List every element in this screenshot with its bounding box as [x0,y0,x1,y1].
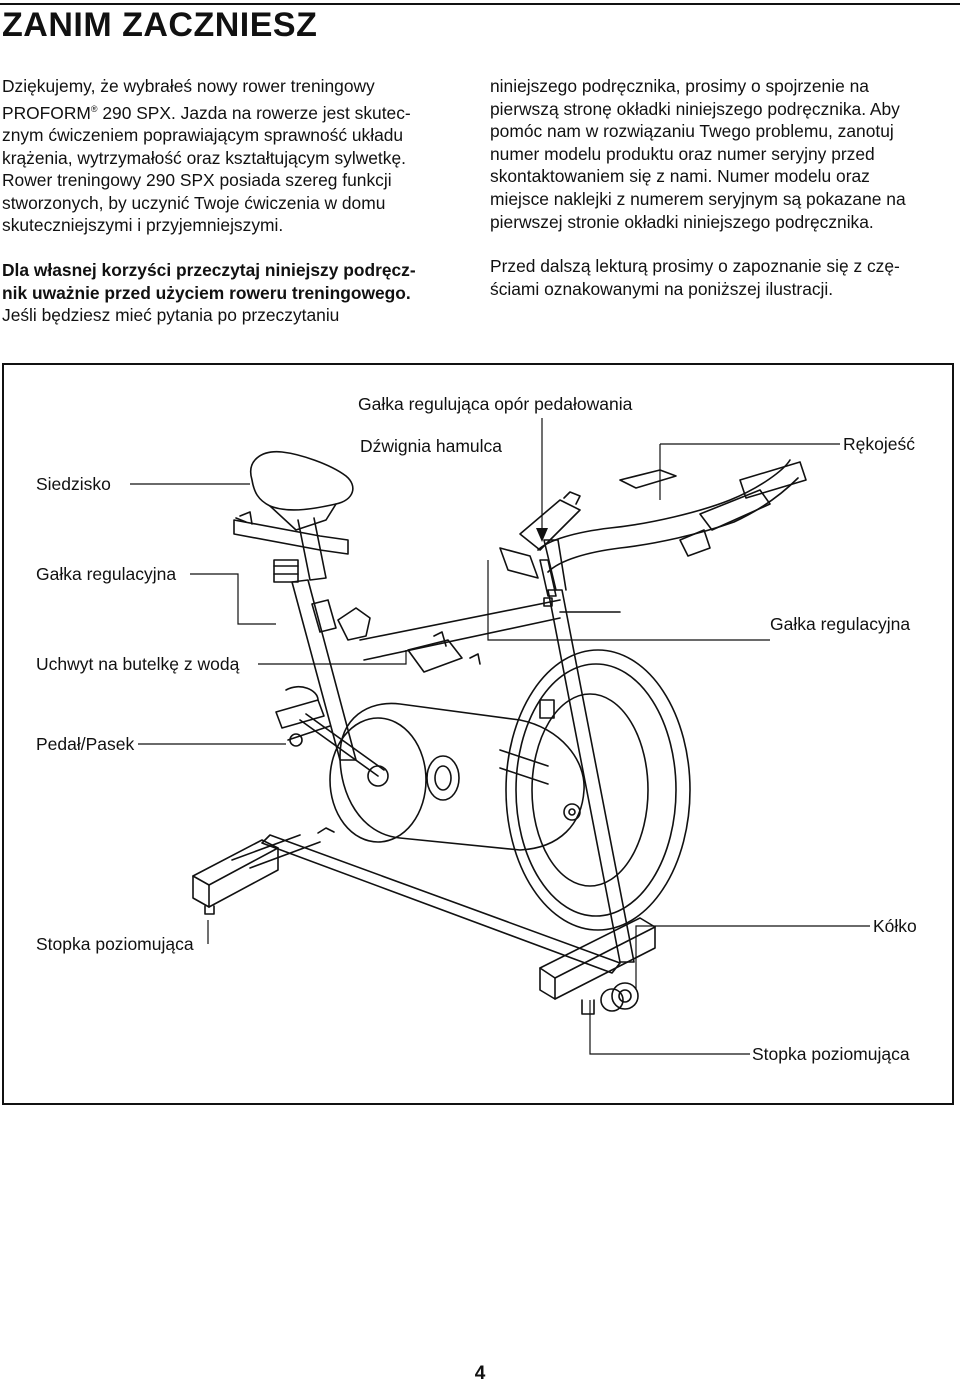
intro-left-column: Dziękujemy, że wybrałeś nowy rower treni… [2,75,462,327]
label-brake-lever: Dźwignia hamulca [360,436,503,456]
bottle-holder [407,631,481,673]
base-frame [231,827,621,974]
label-resistance-knob: Gałka regulująca opór pedałowania [358,394,633,414]
label-leveling-foot-bottom: Stopka poziomująca [752,1044,910,1064]
resistance-knob [539,559,557,607]
seat-adjust-knob [273,559,299,583]
label-bottle-holder: Uchwyt na butelkę z wodą [36,654,240,674]
bike-diagram-frame [2,363,954,1105]
front-stabilizer [539,917,656,1015]
page-number: 4 [474,1363,486,1384]
intro-paragraph: Dziękujemy, że wybrałeś nowy rower treni… [2,76,411,236]
rear-stabilizer [192,839,279,915]
handlebar-adjust-knob [539,611,621,719]
callout-lines [130,418,870,1055]
questions-paragraph-start: Jeśli będziesz mieć pytania po przeczyta… [2,305,340,326]
crank-wheel [299,713,427,843]
label-wheel: Kółko [873,916,917,936]
label-adjust-knob-left: Gałka regulacyjna [36,564,177,584]
label-seat: Siedzisko [36,474,111,494]
title-rule [0,3,960,5]
read-manual-warning: Dla własnej korzyści przeczytaj niniejsz… [2,259,416,303]
label-leveling-foot-left: Stopka poziomująca [36,934,194,954]
pedal [275,685,331,747]
handlebar-assembly [499,459,807,579]
label-pedal-strap: Pedał/Pasek [36,734,135,754]
callout-arrowheads [536,528,548,542]
contact-paragraph: niniejszego podręcznika, prosimy o spojr… [490,76,906,232]
seat-slider [233,511,349,555]
front-fork [543,539,635,963]
registered-mark: ® [90,103,98,114]
label-handlebar: Rękojeść [843,434,915,454]
saddle [249,451,354,531]
label-adjust-knob-right: Gałka regulacyjna [770,614,911,634]
flywheel [505,649,691,931]
parts-intro-paragraph: Przed dalszą lekturą prosimy o zapoznani… [490,256,900,299]
page-title: ZANIM ZACZNIESZ [2,6,318,44]
chain-guard [339,702,585,851]
seat-post [291,517,561,761]
intro-right-column: niniejszego podręcznika, prosimy o spojr… [490,75,958,300]
